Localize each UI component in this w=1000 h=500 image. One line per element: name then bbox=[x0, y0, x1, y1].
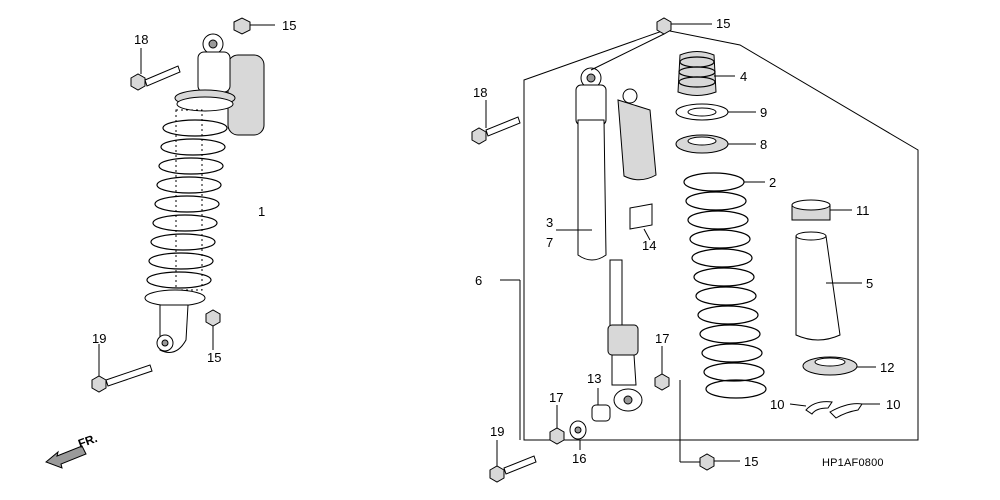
hardware-right bbox=[471, 17, 715, 483]
callout-5: 5 bbox=[866, 276, 873, 291]
callout-10: 10 bbox=[886, 397, 900, 412]
spring-components bbox=[675, 51, 863, 419]
callout-9: 9 bbox=[760, 105, 767, 120]
front-direction-arrow-icon: FR. bbox=[45, 431, 99, 469]
callout-19: 19 bbox=[490, 424, 504, 439]
callout-14: 14 bbox=[642, 238, 656, 253]
bolt-18-head bbox=[471, 127, 487, 145]
callout-19: 19 bbox=[92, 331, 106, 346]
callout-12: 12 bbox=[880, 360, 894, 375]
callout-3: 3 bbox=[546, 215, 553, 230]
callout-16: 16 bbox=[572, 451, 586, 466]
nut-17-left bbox=[549, 427, 565, 445]
nut-15-top bbox=[656, 17, 672, 35]
assembly-frame bbox=[523, 29, 919, 441]
leaders-left bbox=[98, 24, 275, 376]
callout-labels: 15 18 1 19 15 15 18 4 9 8 2 3 7 14 11 5 … bbox=[92, 16, 900, 469]
bushing-13 bbox=[591, 404, 611, 422]
callout-18: 18 bbox=[134, 32, 148, 47]
callout-8: 8 bbox=[760, 137, 767, 152]
callout-10: 10 bbox=[770, 397, 784, 412]
callout-7: 7 bbox=[546, 235, 553, 250]
callout-1: 1 bbox=[258, 204, 265, 219]
callout-11: 11 bbox=[856, 203, 870, 218]
callout-15: 15 bbox=[744, 454, 758, 469]
callout-4: 4 bbox=[740, 69, 747, 84]
callout-13: 13 bbox=[587, 371, 601, 386]
diagram-code: HP1AF0800 bbox=[822, 457, 884, 469]
nut-17-right bbox=[654, 373, 670, 391]
callout-6: 6 bbox=[475, 273, 482, 288]
callout-18: 18 bbox=[473, 85, 487, 100]
leaders-right bbox=[485, 23, 880, 466]
callout-15: 15 bbox=[207, 350, 221, 365]
callout-17: 17 bbox=[549, 390, 563, 405]
callout-17: 17 bbox=[655, 331, 669, 346]
bolt-19-head bbox=[489, 465, 505, 483]
callout-15: 15 bbox=[716, 16, 730, 31]
fr-label: FR. bbox=[76, 431, 99, 451]
damper-body bbox=[575, 67, 657, 412]
callout-2: 2 bbox=[769, 175, 776, 190]
callout-15: 15 bbox=[282, 18, 296, 33]
nut-15-bottom bbox=[699, 453, 715, 471]
assembled-shock-absorber bbox=[91, 17, 265, 393]
